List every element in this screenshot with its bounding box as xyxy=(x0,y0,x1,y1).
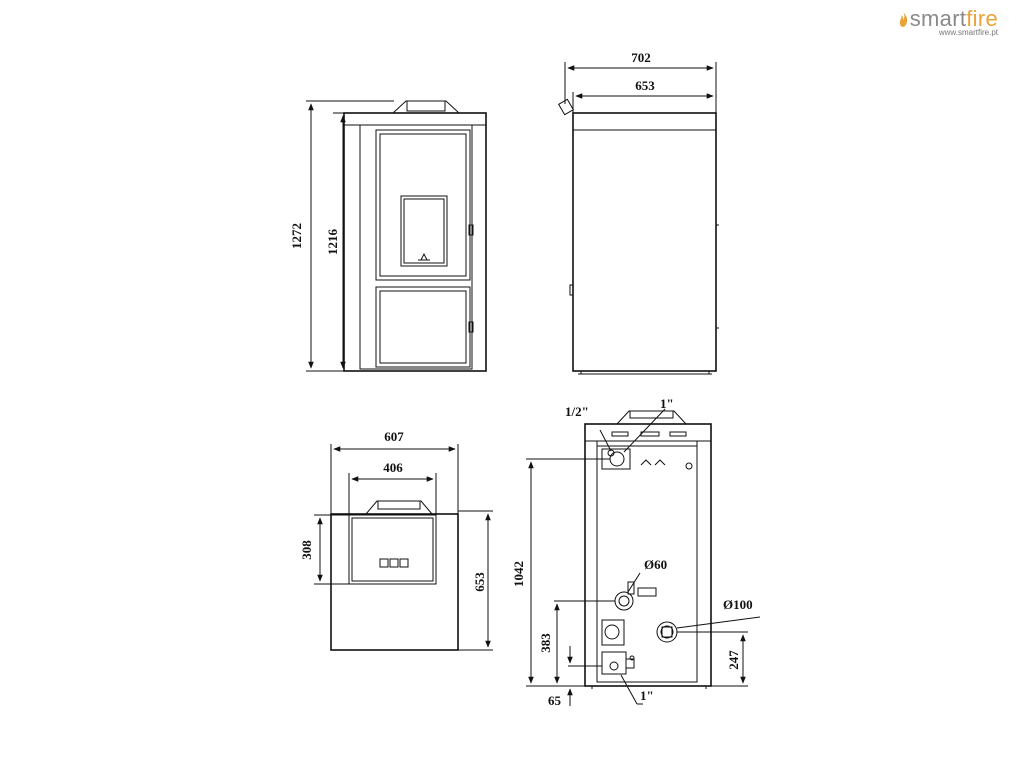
rear-view: 1/2" 1" Ø60 Ø100 1" 1042 383 65 247 xyxy=(511,396,761,708)
front-view: 1272 1216 xyxy=(289,100,487,372)
rear-fitting-top-right-label: 1" xyxy=(660,396,674,411)
top-view: 607 406 308 653 xyxy=(299,429,493,651)
top-depth-outer-label: 653 xyxy=(472,572,487,592)
side-view: 702 653 xyxy=(557,50,719,375)
rear-height-left-outlet-label: 383 xyxy=(538,633,553,653)
rear-fitting-bottom-label: 1" xyxy=(640,688,654,703)
rear-bottom-offset-label: 65 xyxy=(548,693,562,708)
front-height-outer-label: 1272 xyxy=(289,223,304,249)
rear-height-right-outlet-label: 247 xyxy=(726,650,741,670)
flame-icon xyxy=(899,12,907,27)
brand-logo: smartfire www.smartfire.pt xyxy=(899,6,998,37)
top-width-outer-label: 607 xyxy=(384,429,404,444)
rear-fitting-top-left-label: 1/2" xyxy=(565,404,589,419)
rear-flue-large-label: Ø100 xyxy=(723,597,753,612)
brand-name-part1: smart xyxy=(909,6,967,31)
brand-name-part2: fire xyxy=(966,6,998,31)
top-width-inner-label: 406 xyxy=(383,460,403,475)
rear-flue-small-label: Ø60 xyxy=(644,557,667,572)
front-height-inner-label: 1216 xyxy=(325,229,340,256)
top-depth-inner-label: 308 xyxy=(299,540,314,560)
brand-url: www.smartfire.pt xyxy=(938,28,998,37)
side-width-outer-label: 702 xyxy=(631,50,651,65)
rear-height-top-fitting-label: 1042 xyxy=(511,561,526,587)
side-width-inner-label: 653 xyxy=(635,78,655,93)
